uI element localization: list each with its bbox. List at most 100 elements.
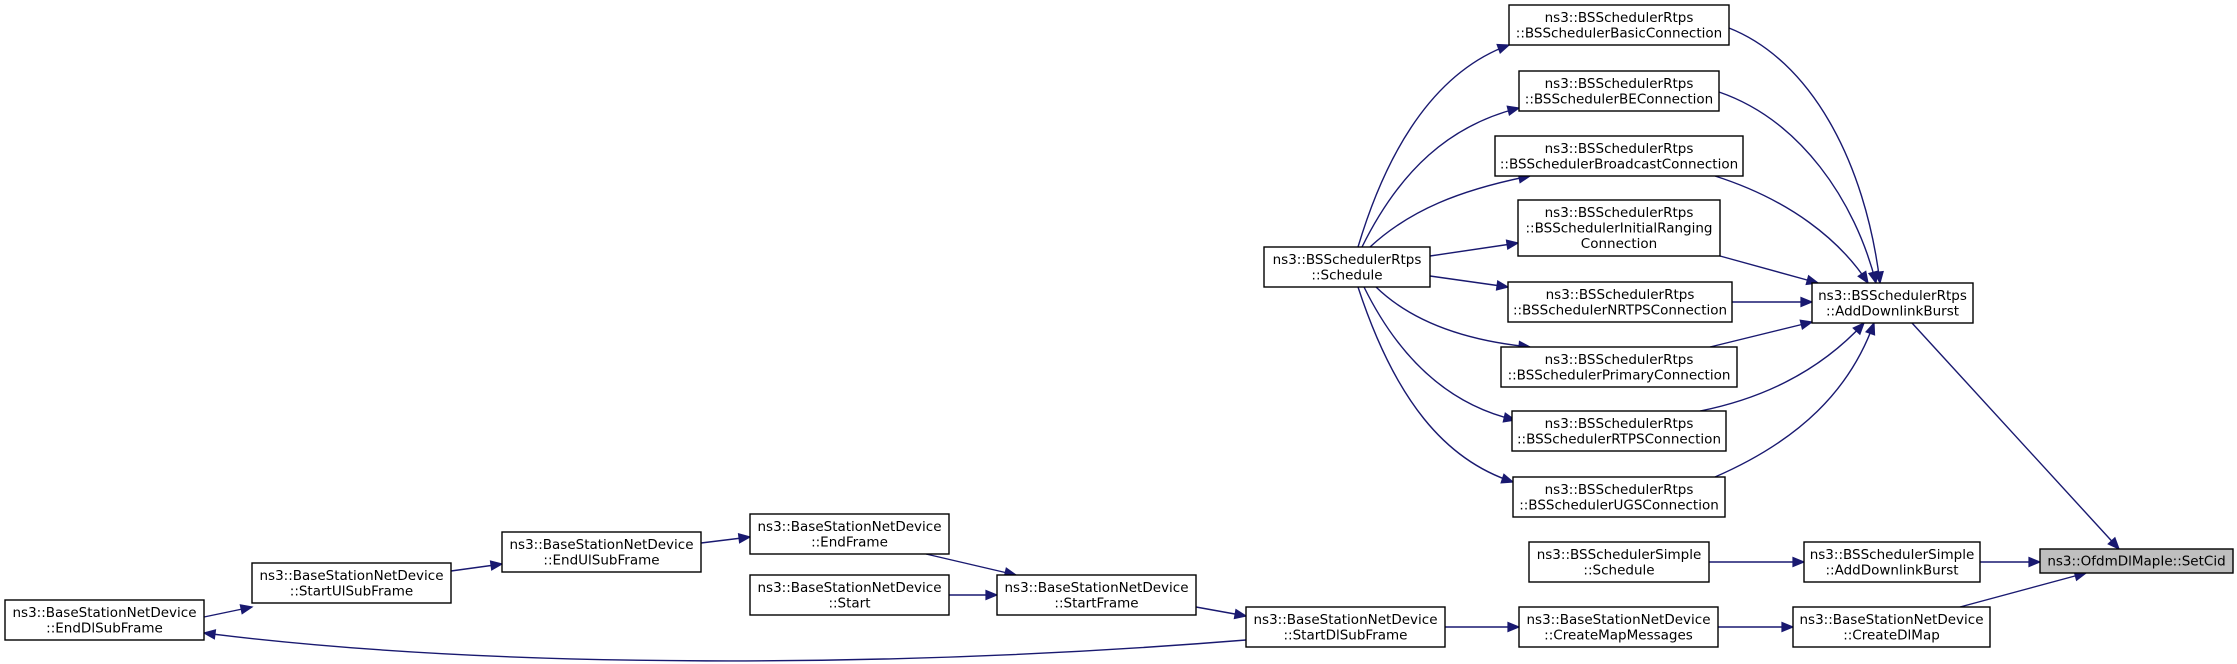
node-rtps_addburst[interactable]: ns3::BSSchedulerRtps::AddDownlinkBurst — [1811, 282, 1974, 324]
node-broadcast_conn[interactable]: ns3::BSSchedulerRtps::BSSchedulerBroadca… — [1494, 135, 1744, 177]
edge-rtps_schedule-to-ugs_conn — [1357, 286, 1515, 484]
node-label: ::BSSchedulerUGSConnection — [1519, 497, 1719, 513]
node-label: ns3::BSSchedulerSimple — [1810, 547, 1975, 563]
node-be_conn[interactable]: ns3::BSSchedulerRtps::BSSchedulerBEConne… — [1518, 70, 1720, 112]
node-label: ns3::BSSchedulerRtps — [1545, 10, 1694, 26]
arrowhead-icon — [1852, 321, 1866, 336]
node-label: ::BSSchedulerInitialRanging — [1526, 221, 1713, 237]
node-label: ns3::BSSchedulerRtps — [1545, 416, 1694, 432]
edge-line — [1429, 275, 1509, 288]
arrowhead-icon — [1505, 239, 1520, 251]
arrowhead-icon — [1500, 473, 1515, 484]
node-rtps_conn[interactable]: ns3::BSSchedulerRtps::BSSchedulerRTPSCon… — [1511, 410, 1727, 452]
node-basic_conn[interactable]: ns3::BSSchedulerRtps::BSSchedulerBasicCo… — [1508, 4, 1730, 46]
node-start[interactable]: ns3::BaseStationNetDevice::Start — [749, 574, 950, 616]
node-createdlmap[interactable]: ns3::BaseStationNetDevice::CreateDlMap — [1792, 606, 1991, 648]
edge-enddlsub-to-startulsub — [203, 604, 254, 618]
edge-line — [1363, 286, 1516, 421]
node-endulsub[interactable]: ns3::BaseStationNetDevice::EndUlSubFrame — [501, 531, 702, 573]
edge-rtps_schedule-to-rtps_conn — [1363, 286, 1517, 423]
edge-line — [1714, 322, 1875, 478]
edge-line — [1719, 255, 1819, 284]
node-label: ::EndDlSubFrame — [46, 620, 163, 636]
arrowhead-icon — [1496, 43, 1511, 55]
edge-line — [1959, 572, 2087, 608]
edge-line — [1714, 175, 1869, 284]
edge-endulsub-to-endframe — [700, 533, 752, 544]
arrowhead-icon — [985, 589, 999, 601]
node-box — [1508, 4, 1730, 46]
node-label: ns3::BaseStationNetDevice — [1253, 612, 1437, 628]
edge-line — [1709, 321, 1813, 348]
nodes-layer: ns3::OfdmDlMapIe::SetCid ns3::BSScheduler… — [4, 4, 2234, 648]
arrowhead-icon — [239, 604, 254, 615]
node-label: Connection — [1581, 236, 1657, 252]
edge-line — [1361, 107, 1520, 248]
node-setcid[interactable]: ns3::OfdmDlMapIe::SetCid — [2039, 548, 2234, 574]
node-simple_schedule[interactable]: ns3::BSSchedulerSimple::Schedule — [1528, 541, 1710, 583]
arrowhead-icon — [1865, 321, 1876, 336]
node-box — [1811, 282, 1974, 324]
node-rtps_schedule[interactable]: ns3::BSSchedulerRtps::Schedule — [1263, 246, 1431, 288]
node-box — [1245, 606, 1446, 648]
node-enddlsub[interactable]: ns3::BaseStationNetDevice::EndDlSubFrame — [4, 599, 205, 641]
edge-broadcast_conn-to-rtps_addburst — [1714, 175, 1869, 285]
node-primary_conn[interactable]: ns3::BSSchedulerRtps::BSSchedulerPrimary… — [1500, 346, 1738, 388]
edge-rtps_schedule-to-ranging_conn — [1429, 239, 1520, 257]
node-label: ns3::BaseStationNetDevice — [12, 605, 196, 621]
edge-endframe-to-startframe — [925, 553, 1018, 578]
arrowhead-icon — [202, 629, 217, 640]
node-label: ns3::BSSchedulerRtps — [1545, 352, 1694, 368]
arrowhead-icon — [1506, 105, 1521, 117]
edge-be_conn-to-rtps_addburst — [1718, 91, 1879, 285]
node-box — [1507, 281, 1733, 323]
node-nrtps_conn[interactable]: ns3::BSSchedulerRtps::BSSchedulerNRTPSCo… — [1507, 281, 1733, 323]
node-label: ::BSSchedulerPrimaryConnection — [1508, 367, 1731, 383]
edge-basic_conn-to-rtps_addburst — [1728, 27, 1884, 285]
node-startdlsub[interactable]: ns3::BaseStationNetDevice::StartDlSubFra… — [1245, 606, 1446, 648]
node-label: ::StartFrame — [1054, 595, 1138, 611]
edge-line — [1699, 322, 1865, 412]
node-label: ns3::BaseStationNetDevice — [509, 537, 693, 553]
node-label: ::Schedule — [1311, 267, 1382, 283]
node-label: ::BSSchedulerRTPSConnection — [1517, 431, 1721, 447]
edge-rtps_schedule-to-nrtps_conn — [1429, 275, 1510, 291]
node-box — [1494, 135, 1744, 177]
edge-startulsub-to-endulsub — [450, 560, 504, 572]
node-createmapmsgs[interactable]: ns3::BaseStationNetDevice::CreateMapMess… — [1518, 606, 1719, 648]
node-box — [251, 562, 452, 604]
node-startulsub[interactable]: ns3::BaseStationNetDevice::StartUlSubFra… — [251, 562, 452, 604]
node-box — [501, 531, 702, 573]
edge-line — [1429, 242, 1519, 257]
arrowhead-icon — [2107, 536, 2121, 551]
edge-rtps_schedule-to-primary_conn — [1375, 286, 1532, 352]
node-label: ::AddDownlinkBurst — [1826, 303, 1959, 319]
node-ranging_conn[interactable]: ns3::BSSchedulerRtps::BSSchedulerInitial… — [1517, 199, 1721, 257]
node-startframe[interactable]: ns3::BaseStationNetDevice::StartFrame — [996, 574, 1197, 616]
node-label: ns3::BaseStationNetDevice — [1799, 612, 1983, 628]
node-label: ::StartUlSubFrame — [290, 583, 413, 599]
node-label: ::BSSchedulerNRTPSConnection — [1513, 302, 1727, 318]
node-ugs_conn[interactable]: ns3::BSSchedulerRtps::BSSchedulerUGSConn… — [1512, 476, 1726, 518]
node-label: ::CreateMapMessages — [1544, 627, 1693, 643]
arrowhead-icon — [1507, 621, 1521, 633]
edge-line — [1728, 27, 1881, 284]
node-label: ns3::OfdmDlMapIe::SetCid — [2047, 554, 2225, 570]
node-label: ::StartDlSubFrame — [1284, 627, 1408, 643]
edge-line — [203, 632, 1247, 662]
node-label: ::Start — [828, 595, 870, 611]
node-label: ns3::BaseStationNetDevice — [259, 568, 443, 584]
node-endframe[interactable]: ns3::BaseStationNetDevice::EndFrame — [749, 513, 950, 555]
node-label: ::EndFrame — [811, 534, 888, 550]
arrowhead-icon — [2028, 556, 2042, 568]
node-label: ::BSSchedulerBEConnection — [1525, 91, 1713, 107]
edge-line — [1357, 286, 1514, 483]
node-simple_addburst[interactable]: ns3::BSSchedulerSimple::AddDownlinkBurst — [1803, 541, 1981, 583]
node-label: ::BSSchedulerBroadcastConnection — [1500, 156, 1738, 172]
arrowhead-icon — [1495, 280, 1510, 291]
edge-line — [1375, 286, 1531, 348]
node-label: ::BSSchedulerBasicConnection — [1516, 25, 1722, 41]
edge-rtps_schedule-to-be_conn — [1361, 105, 1521, 248]
node-box — [1263, 246, 1431, 288]
